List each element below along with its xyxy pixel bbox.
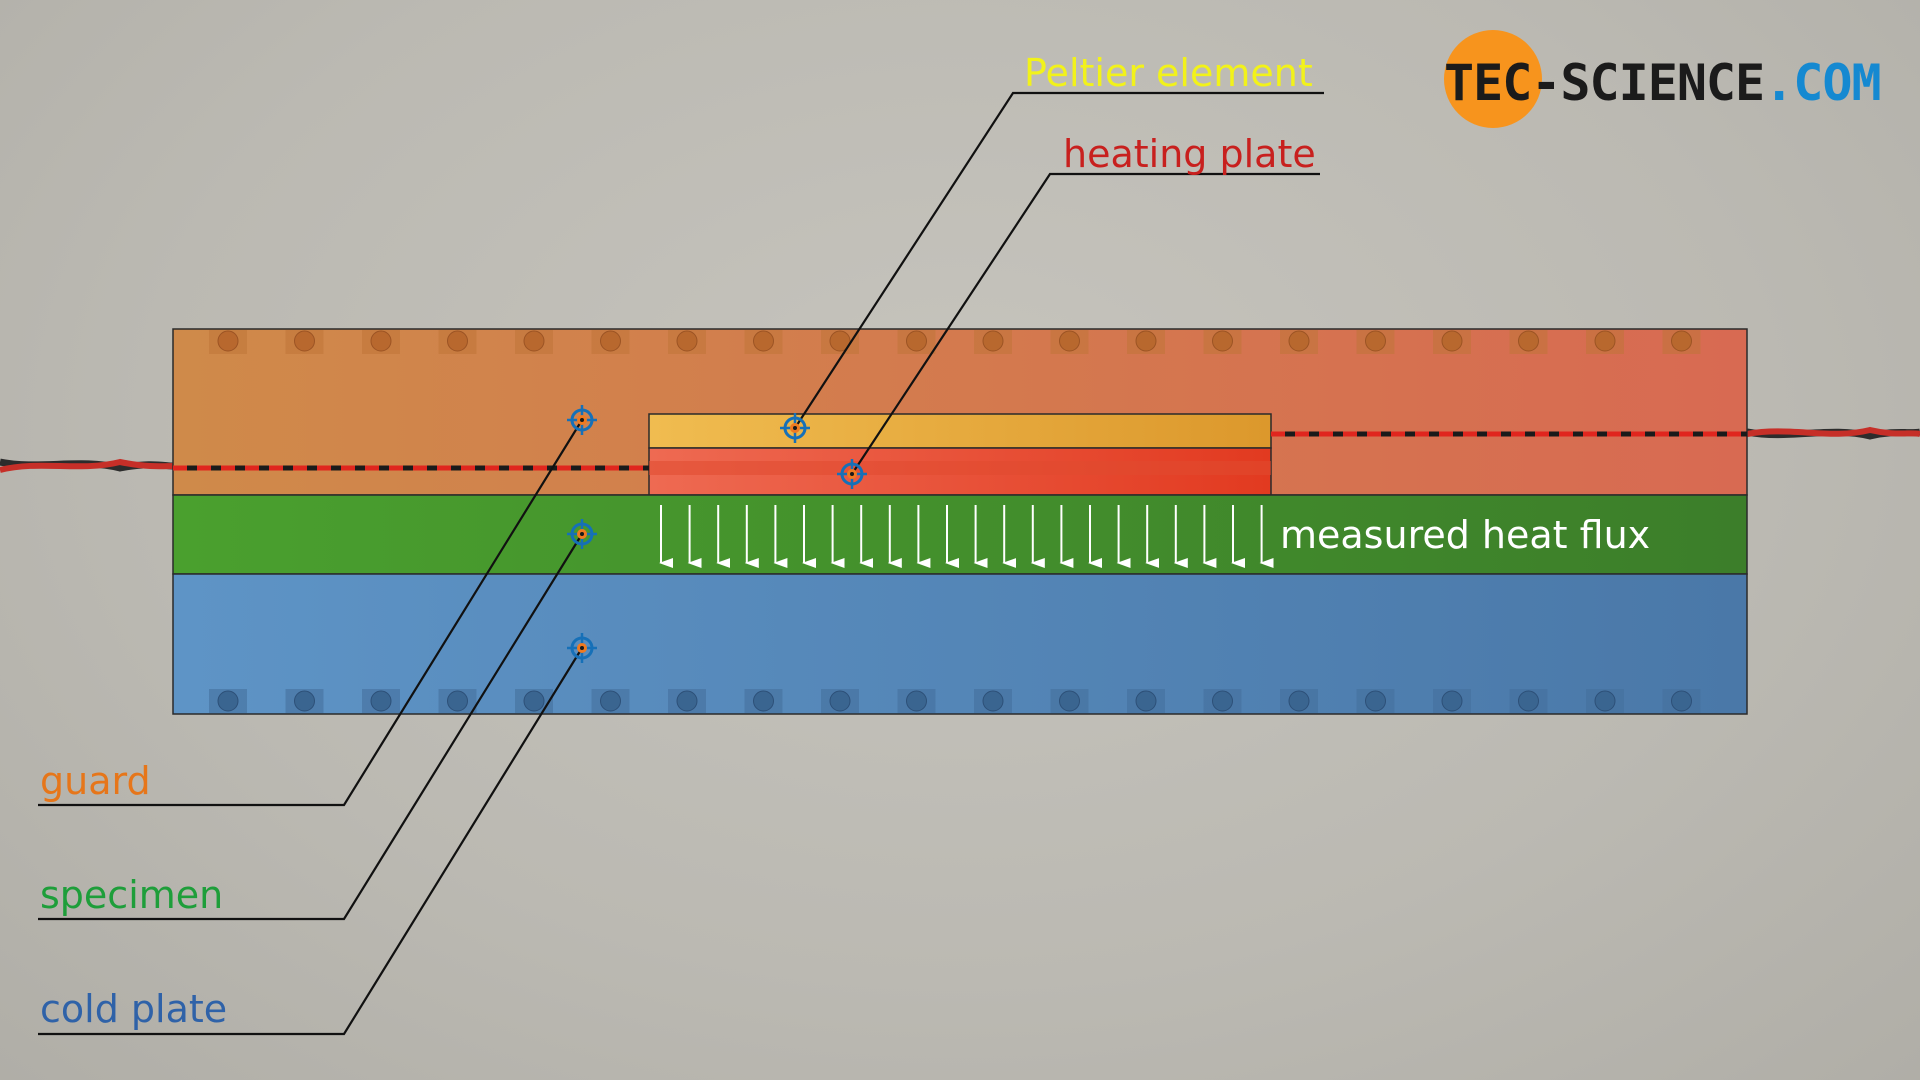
heating-plate-label: heating plate <box>1063 132 1316 176</box>
cold-plate-bolt <box>209 689 247 713</box>
guard-bolt <box>1203 330 1242 354</box>
guard-bolt <box>1433 330 1471 354</box>
guard-leader-line <box>38 419 583 807</box>
cold-plate-bolt <box>438 689 477 713</box>
guard-bolt <box>1356 330 1395 354</box>
guard-bolt <box>1127 330 1165 354</box>
heating-plate-leader-line <box>851 172 1320 475</box>
tec-science-logo: TEC-SCIENCE.COM <box>1444 30 1904 128</box>
left-wire <box>0 458 174 473</box>
temperature-sensors <box>567 405 867 663</box>
cold-plate-bolt <box>1433 689 1471 713</box>
specimen-layer <box>172 494 1748 575</box>
cold-plate-label: cold plate <box>40 987 228 1031</box>
sensor-marker-icon <box>567 633 597 663</box>
heat-flux-arrows <box>659 505 1274 568</box>
cold-plate-bolt <box>591 689 630 713</box>
cold-plate-bolt <box>897 689 936 713</box>
cold-plate-bolts <box>209 689 1701 713</box>
guard-bolt <box>668 330 706 354</box>
cold-plate-bolt <box>1203 689 1242 713</box>
guard-bolt <box>515 330 553 354</box>
cold-plate <box>172 573 1748 715</box>
sensor-marker-icon <box>837 459 867 489</box>
heating-plate-band <box>649 461 1271 475</box>
logo-wordmark: TEC-SCIENCE.COM <box>1444 54 1882 112</box>
guard-bolt <box>1586 330 1624 354</box>
cold-plate-bolt <box>285 689 324 713</box>
cold-plate-bolt <box>1586 689 1624 713</box>
guard-bolt <box>1050 330 1089 354</box>
guard-bolt <box>974 330 1012 354</box>
guard-bolt <box>209 330 247 354</box>
guard-label: guard <box>40 759 151 803</box>
specimen-leader-line <box>38 533 583 921</box>
guard-bolt <box>1280 330 1318 354</box>
guard-bolt <box>285 330 324 354</box>
cold-plate-leader-line <box>38 647 583 1036</box>
cold-plate-bolt <box>515 689 553 713</box>
peltier-element <box>648 413 1272 449</box>
guard-bolt <box>362 330 400 354</box>
peltier-element-label: Peltier element <box>1024 51 1313 95</box>
sensor-marker-icon <box>567 405 597 435</box>
cold-plate-bolt <box>1356 689 1395 713</box>
sensor-marker-icon <box>780 413 810 443</box>
cold-plate-bolt <box>1127 689 1165 713</box>
guard-bolt <box>821 330 859 354</box>
guard-bolts <box>209 330 1701 354</box>
cold-plate-bolt <box>821 689 859 713</box>
sensor-marker-icon <box>567 519 597 549</box>
guard-bolt <box>1662 330 1701 354</box>
cold-plate-bolt <box>1662 689 1701 713</box>
cold-plate-bolt <box>1050 689 1089 713</box>
logo-circle <box>1444 30 1542 128</box>
cold-plate-bolt <box>668 689 706 713</box>
cold-plate-bolt <box>1509 689 1548 713</box>
cold-plate-bolt <box>362 689 400 713</box>
cold-plate-bolt <box>1280 689 1318 713</box>
cold-plate-bolt <box>974 689 1012 713</box>
cold-plate-bolt <box>744 689 783 713</box>
guard-bolt <box>438 330 477 354</box>
guard-bolt <box>744 330 783 354</box>
right-wire <box>1746 426 1920 440</box>
guard-bolt <box>897 330 936 354</box>
specimen-label: specimen <box>40 873 224 917</box>
peltier-leader-line <box>794 91 1324 429</box>
guard-bolt <box>1509 330 1548 354</box>
heat-flux-label: measured heat flux <box>1280 513 1651 557</box>
guard-bolt <box>591 330 630 354</box>
